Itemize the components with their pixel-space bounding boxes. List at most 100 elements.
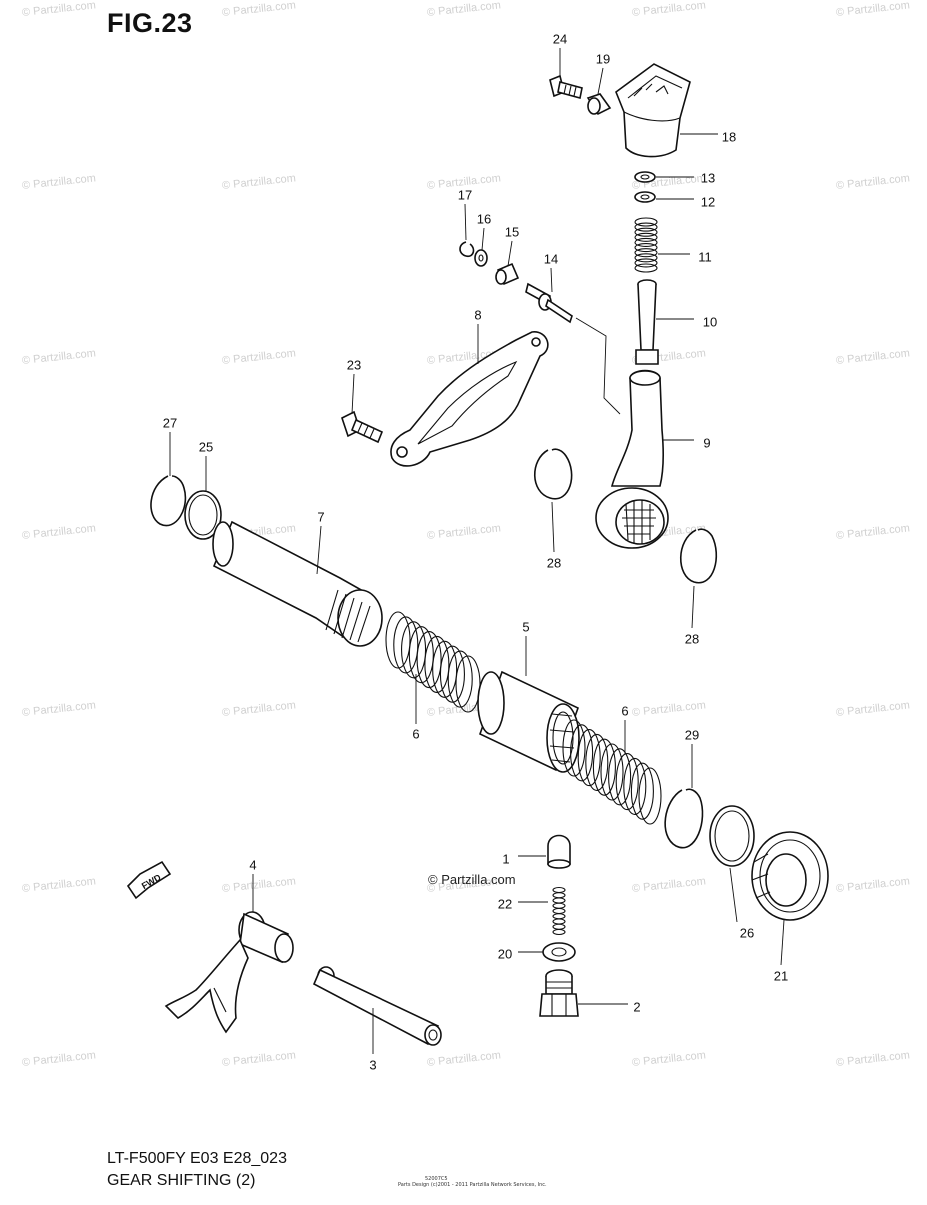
callout-c16: 16 (477, 211, 491, 226)
watermark-tile: © Partzilla.com (21, 347, 96, 367)
callout-c13: 13 (701, 170, 715, 185)
callout-c6b: 6 (621, 703, 628, 718)
part-23-bolt (341, 410, 384, 444)
section-name: GEAR SHIFTING (2) (107, 1172, 256, 1189)
part-14-pin (525, 282, 573, 324)
callout-c25: 25 (199, 439, 213, 454)
watermark-tile: © Partzilla.com (21, 522, 96, 542)
part-10-rod (635, 279, 659, 365)
part-3-rod (312, 966, 442, 1046)
watermark-tile: © Partzilla.com (21, 1049, 96, 1069)
watermark-tile: © Partzilla.com (221, 0, 296, 19)
leader-c21 (780, 919, 785, 966)
watermark-tile: © Partzilla.com (835, 1049, 910, 1069)
part-19-collar (586, 93, 612, 116)
leader-c19 (597, 67, 604, 95)
part-20-gasket (542, 942, 576, 962)
center-watermark: © Partzilla.com (428, 872, 516, 887)
part-26-oring (709, 805, 755, 867)
watermark-tile: © Partzilla.com (221, 699, 296, 719)
callout-c19: 19 (596, 51, 610, 66)
callout-c22: 22 (498, 896, 512, 911)
part-17-circlip (459, 241, 475, 258)
callout-c15: 15 (505, 224, 519, 239)
leader-c15 (507, 240, 513, 267)
callout-c12: 12 (701, 194, 715, 209)
callout-c27: 27 (163, 415, 177, 430)
leader-c7 (316, 525, 322, 575)
callout-c11: 11 (698, 249, 712, 264)
callout-c14: 14 (544, 251, 558, 266)
callout-c24: 24 (553, 31, 567, 46)
watermark-tile: © Partzilla.com (835, 347, 910, 367)
callout-c20: 20 (498, 946, 512, 961)
part-28-circlip-lower (680, 528, 718, 584)
watermark-tile: © Partzilla.com (835, 0, 910, 19)
part-11-spring (634, 217, 658, 273)
watermark-tile: © Partzilla.com (221, 1049, 296, 1069)
part-21-bearing (751, 831, 829, 921)
callout-c2: 2 (633, 999, 640, 1014)
watermark-tile: © Partzilla.com (221, 347, 296, 367)
part-25-oring (184, 490, 222, 540)
watermark-tile: © Partzilla.com (835, 875, 910, 895)
callout-c6a: 6 (412, 726, 419, 741)
leader-c14 (550, 267, 553, 293)
watermark-tile: © Partzilla.com (21, 699, 96, 719)
part-13-washer (634, 171, 656, 183)
part-20-hole (551, 947, 567, 957)
callout-c28a: 28 (547, 555, 561, 570)
part-25-inner (188, 494, 218, 536)
part-22-spring (552, 886, 566, 936)
part-16-washer (474, 249, 488, 267)
part-9-shift-arm (595, 369, 669, 549)
watermark-tile: © Partzilla.com (21, 875, 96, 895)
leader-c28a (551, 501, 555, 553)
part-16-hole (478, 254, 484, 262)
callout-c9: 9 (703, 435, 710, 450)
watermark-tile: © Partzilla.com (221, 875, 296, 895)
watermark-tile: © Partzilla.com (631, 1049, 706, 1069)
callout-c1: 1 (502, 851, 509, 866)
model-code: LT-F500FY E03 E28_023 (107, 1150, 287, 1167)
callout-c17: 17 (458, 187, 472, 202)
watermark-tile: © Partzilla.com (631, 875, 706, 895)
callout-c8: 8 (474, 307, 481, 322)
figure-title: FIG.23 (107, 8, 193, 38)
callout-c23: 23 (347, 357, 361, 372)
leader-c17 (464, 203, 467, 241)
callout-c10: 10 (703, 314, 717, 329)
leader-c16 (481, 227, 485, 251)
part-6-spring-upper (385, 611, 481, 713)
callout-c21: 21 (774, 968, 788, 983)
part-26-inner (714, 810, 750, 862)
callout-c5: 5 (522, 619, 529, 634)
watermark-tile: © Partzilla.com (21, 172, 96, 192)
fine-print-code: 52007C5 (425, 1176, 448, 1182)
part-4-shift-fork (164, 911, 294, 1034)
fine-print-credit: Parts Design (c)2001 - 2011 Partzilla Ne… (398, 1182, 547, 1188)
callout-c28b: 28 (685, 631, 699, 646)
watermark-tile: © Partzilla.com (426, 522, 501, 542)
leader-c26 (729, 867, 738, 923)
part-28-circlip-upper (534, 448, 573, 500)
leader-c23 (351, 373, 355, 415)
part-12-washer (634, 191, 656, 203)
part-8-lever-plate (390, 331, 549, 467)
watermark-tile: © Partzilla.com (221, 172, 296, 192)
part-24-bolt (549, 74, 583, 99)
watermark-tile: © Partzilla.com (426, 0, 501, 19)
callout-c29: 29 (685, 727, 699, 742)
part-2-plug-bolt (539, 969, 579, 1017)
watermark-tile: © Partzilla.com (835, 172, 910, 192)
part-13-hole (640, 174, 650, 180)
part-1-plunger (547, 834, 571, 869)
fwd-arrow-icon: FWD (126, 860, 172, 900)
callout-c18: 18 (722, 129, 736, 144)
part-27-circlip (150, 475, 187, 527)
callout-c4: 4 (249, 857, 256, 872)
leader-c28b (691, 585, 695, 629)
watermark-tile: © Partzilla.com (631, 699, 706, 719)
